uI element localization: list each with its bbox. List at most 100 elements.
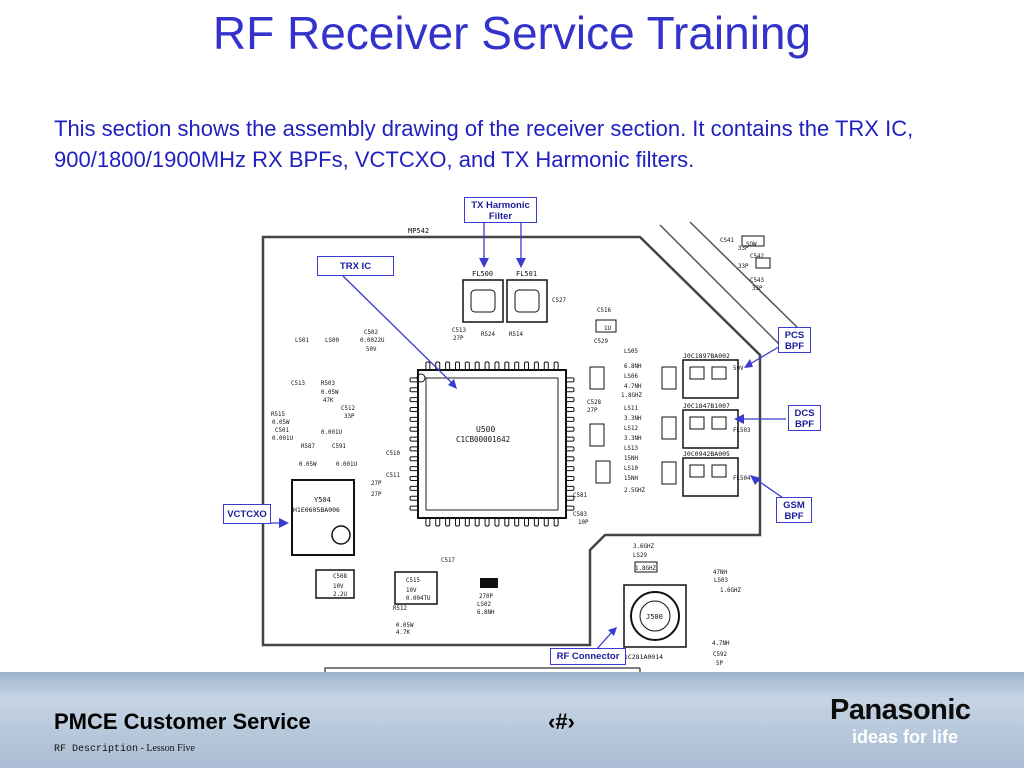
ic-pin xyxy=(565,377,575,383)
ic-pin xyxy=(409,446,419,452)
ic-pin xyxy=(543,517,549,527)
rf-connector: J500 K1C281A0014 xyxy=(620,584,687,661)
gsm-bpf-part: J0C0942BA005 xyxy=(683,450,730,458)
ic-pin xyxy=(435,361,441,371)
component-label: LS11 xyxy=(624,406,638,412)
component-label: C516 xyxy=(597,308,611,314)
component-label: C581 xyxy=(573,493,587,499)
ic-pin xyxy=(464,361,470,371)
ic-pin xyxy=(409,397,419,403)
callout-vctcxo: VCTCXO xyxy=(223,504,271,524)
intro-paragraph: This section shows the assembly drawing … xyxy=(54,116,914,172)
component-label: C501 xyxy=(275,428,289,434)
component-label: 1.8GHZ xyxy=(635,566,656,572)
ic-pin xyxy=(425,361,431,371)
component-label: 15NH xyxy=(624,476,638,482)
ic-pin xyxy=(565,485,575,491)
ic-pin xyxy=(565,397,575,403)
component-label: C511 xyxy=(386,473,400,479)
component-label: C512 xyxy=(341,406,355,412)
assembly-drawing: MP542 U500 C1CB00001642 FL500 FL501 J0C1… xyxy=(0,0,801,672)
ic-pin xyxy=(474,361,480,371)
ic-pin xyxy=(409,377,419,383)
component-label: 0.001U xyxy=(336,462,357,468)
callout-tx-harmonic-filter: TX Harmonic Filter xyxy=(464,197,537,223)
component-label: 6.8NH xyxy=(477,610,495,616)
ic-pin xyxy=(454,361,460,371)
callout-dcs-bpf: DCS BPF xyxy=(788,405,821,431)
ic-pin xyxy=(553,361,559,371)
component-label: 5P xyxy=(716,661,723,667)
board-edge-top-right xyxy=(659,221,801,346)
component-label: 0.001U xyxy=(321,430,342,436)
trx-ic: U500 C1CB00001642 xyxy=(409,361,575,527)
trx-ic-part: C1CB00001642 xyxy=(456,435,510,444)
component-label: 0.05W xyxy=(396,623,414,629)
component-label: C528 xyxy=(587,400,601,406)
component-label: 0.001U xyxy=(272,436,293,442)
ic-pin xyxy=(409,485,419,491)
component-label: C591 xyxy=(332,444,346,450)
component-label: R587 xyxy=(301,444,315,450)
component-label: 33P xyxy=(344,414,355,420)
ic-pin xyxy=(553,517,559,527)
ic-pin xyxy=(409,476,419,482)
component-label: 47NH xyxy=(713,570,727,576)
trx-ic-ref: U500 xyxy=(476,425,495,434)
component-label: 3.3NH xyxy=(624,436,642,442)
component-label: 4.7K xyxy=(396,630,410,636)
ic-pin xyxy=(514,517,520,527)
connector-ref: J500 xyxy=(646,613,663,621)
ic-pin xyxy=(565,416,575,422)
fl500-ref: FL500 xyxy=(472,270,493,278)
component-label: C542 xyxy=(750,254,764,260)
component-label: 4.7NH xyxy=(624,384,642,390)
ic-pin xyxy=(565,456,575,462)
ic-pin xyxy=(524,361,530,371)
logo-tagline: ideas for life xyxy=(852,727,959,747)
ic-pin xyxy=(409,436,419,442)
ic-pin xyxy=(425,517,431,527)
component-label: 0.004TU xyxy=(406,596,431,602)
ic-pin xyxy=(565,466,575,472)
callout-gsm-bpf: GSM BPF xyxy=(776,497,812,523)
fl501-ref: FL501 xyxy=(516,270,537,278)
ic-pin xyxy=(409,466,419,472)
footer-subtitle: RF Description - Lesson Five xyxy=(54,743,195,755)
dcs-bpf-part: J0C1847B1007 xyxy=(683,402,730,410)
pcs-bpf-part: J0C1897BA002 xyxy=(683,352,730,360)
component-label: LS06 xyxy=(624,374,638,380)
component-label: 3.3NH xyxy=(624,416,642,422)
board-outline xyxy=(261,235,762,647)
footer-brand: PMCE Customer Service xyxy=(54,709,311,734)
component-label: 0.05W xyxy=(321,390,339,396)
vctcxo-ref: Y504 xyxy=(314,496,331,504)
component-label: 33P xyxy=(738,246,749,252)
ic-pin xyxy=(514,361,520,371)
component-label: C583 xyxy=(573,512,587,518)
component-label: CS41 xyxy=(720,238,734,244)
minor-components xyxy=(315,235,771,605)
component-label: 0.05W xyxy=(272,420,290,426)
component-label: 6.8NH xyxy=(624,364,642,370)
ic-pin xyxy=(565,436,575,442)
component-label: LS10 xyxy=(624,466,638,472)
component-label: 2.5GHZ xyxy=(624,488,645,494)
component-label: 33P xyxy=(752,286,763,292)
board-edge-bottom xyxy=(324,667,641,672)
ic-pin xyxy=(409,387,419,393)
component-label: LS00 xyxy=(325,338,339,344)
component-label: 47K xyxy=(323,398,334,404)
ic-pin xyxy=(565,387,575,393)
component-label: LS12 xyxy=(624,426,638,432)
tx-harmonic-filters: FL500 FL501 xyxy=(462,270,548,323)
component-label: 27P xyxy=(587,408,598,414)
component-label: 27P xyxy=(371,492,382,498)
ic-pin xyxy=(409,406,419,412)
ic-pin xyxy=(435,517,441,527)
page-number: ‹#› xyxy=(548,709,575,734)
component-label: 1.6GHZ xyxy=(720,588,741,594)
ic-pin xyxy=(524,517,530,527)
component-label: R524 xyxy=(481,332,495,338)
ic-pin xyxy=(454,517,460,527)
